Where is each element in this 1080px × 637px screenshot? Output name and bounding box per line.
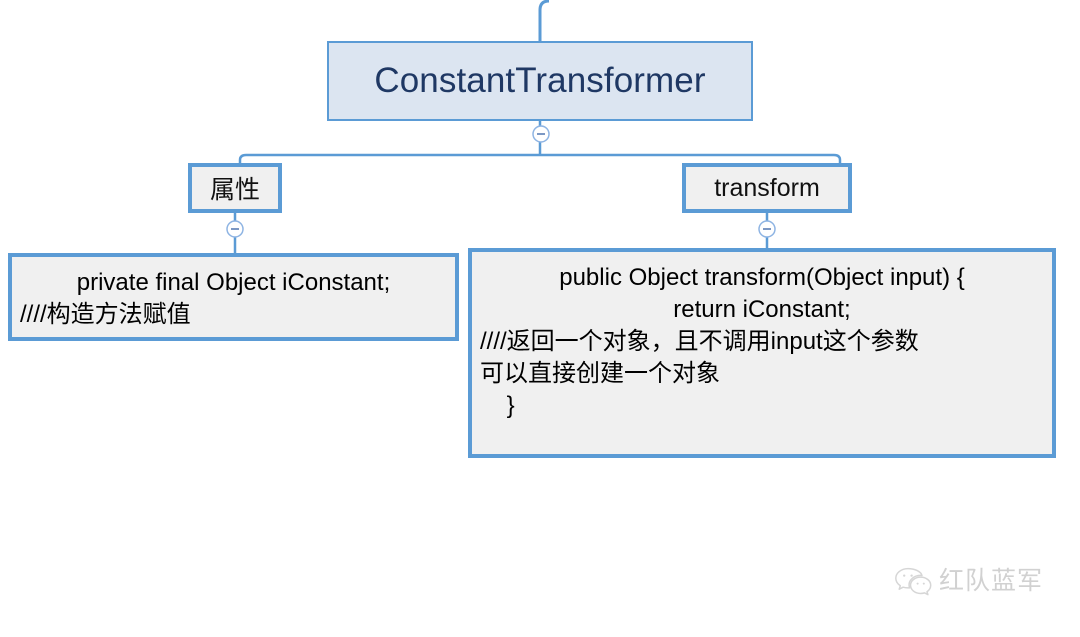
watermark: 红队蓝军 xyxy=(894,566,1043,596)
node-branch-attributes-label: 属性 xyxy=(209,176,260,204)
collapse-toggle-root[interactable] xyxy=(531,124,551,144)
code-line: public Object transform(Object input) { xyxy=(559,264,965,291)
minus-circle-icon xyxy=(758,220,776,238)
code-line: ////构造方法赋值 xyxy=(20,300,191,328)
node-leaf-transform-code[interactable]: public Object transform(Object input) { … xyxy=(468,248,1056,458)
code-line: ////返回一个对象，且不调用input这个参数 xyxy=(480,327,919,355)
code-line: 可以直接创建一个对象 xyxy=(480,359,720,387)
node-root-label: ConstantTransformer xyxy=(374,61,706,100)
code-line: private final Object iConstant; xyxy=(76,269,391,296)
minus-circle-icon xyxy=(226,220,244,238)
node-constant-transformer[interactable]: ConstantTransformer xyxy=(327,41,753,121)
node-branch-transform-label: transform xyxy=(714,173,820,202)
watermark-text: 红队蓝军 xyxy=(939,566,1044,595)
collapse-toggle-attributes[interactable] xyxy=(225,219,245,239)
node-branch-attributes[interactable]: 属性 xyxy=(188,163,282,213)
connector-branch-bus xyxy=(238,153,842,163)
connector-parent-stub xyxy=(538,0,550,41)
wechat-icon xyxy=(895,567,932,596)
minus-circle-icon xyxy=(532,125,550,143)
node-branch-transform[interactable]: transform xyxy=(682,163,852,213)
collapse-toggle-transform[interactable] xyxy=(757,219,777,239)
node-leaf-attributes-code[interactable]: private final Object iConstant; ////构造方法… xyxy=(8,253,459,341)
code-line: return iConstant; xyxy=(673,295,851,323)
code-line: } xyxy=(480,391,515,419)
